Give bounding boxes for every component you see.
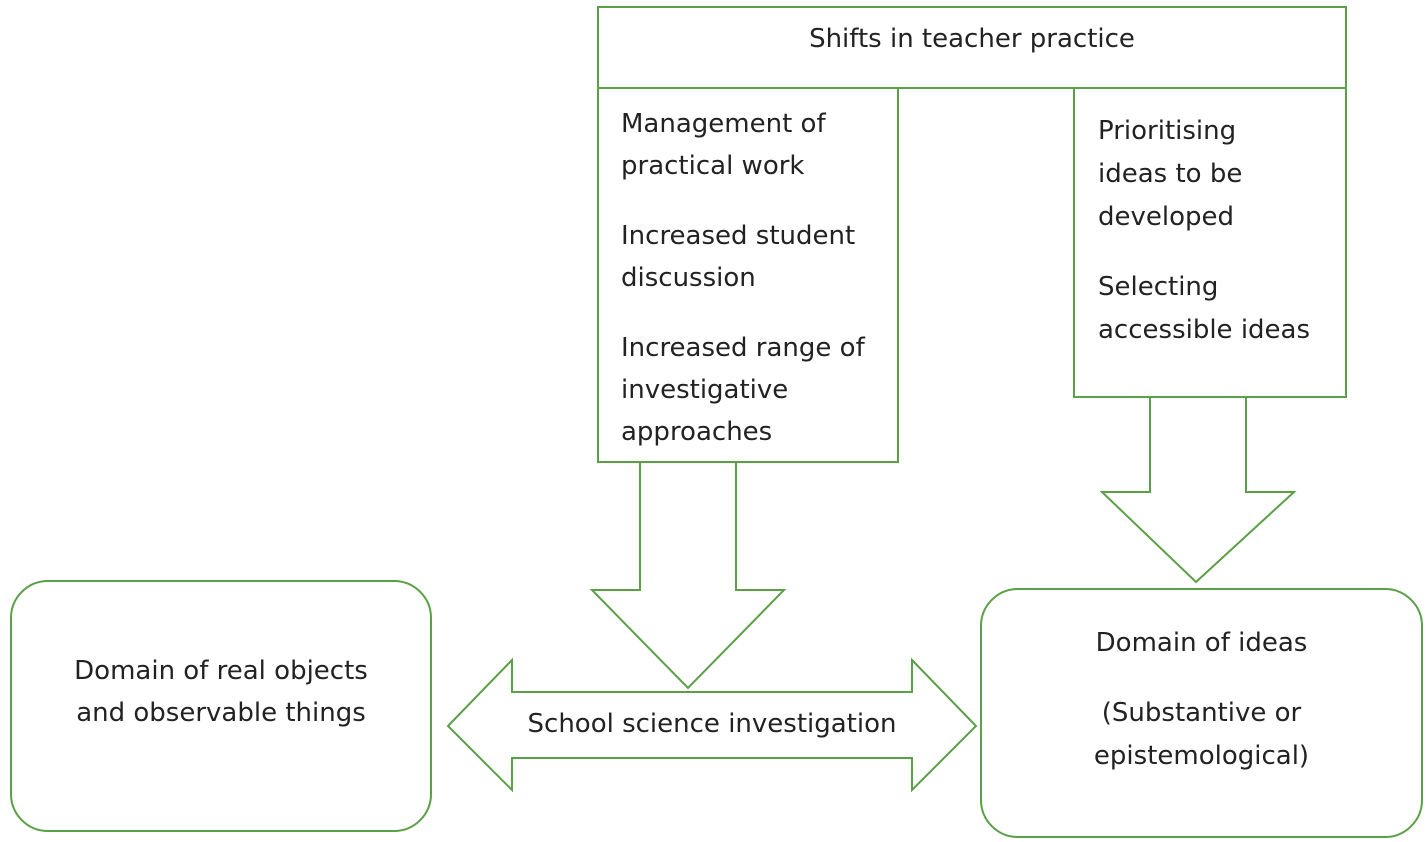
practice-item-selecting-line2: accessible ideas xyxy=(1098,315,1311,345)
practice-panel-right xyxy=(1073,87,1347,398)
down-arrow-left xyxy=(589,461,787,690)
domain-real-objects-line1: Domain of real objects xyxy=(74,656,368,686)
down-arrow-right xyxy=(1099,396,1297,584)
practice-item-selecting-line1: Selecting xyxy=(1098,272,1219,302)
practice-item-management-line2: practical work xyxy=(621,151,805,181)
double-arrow-horizontal xyxy=(446,657,978,793)
domain-ideas-box xyxy=(980,588,1423,838)
practice-item-prioritising-line2: ideas to be xyxy=(1098,159,1243,189)
practice-item-range-line2: investigative xyxy=(621,375,789,405)
practice-item-prioritising-line1: Prioritising xyxy=(1098,116,1237,146)
domain-ideas-sub-line1: (Substantive or xyxy=(1101,698,1302,728)
domain-ideas-sub-line2: epistemological) xyxy=(1093,741,1310,771)
practice-item-range-line1: Increased range of xyxy=(621,333,865,363)
school-science-investigation-label: School science investigation xyxy=(527,709,897,739)
practice-item-discussion-line1: Increased student xyxy=(621,221,856,251)
header-title: Shifts in teacher practice xyxy=(809,24,1135,54)
practice-item-discussion-line2: discussion xyxy=(621,263,756,293)
practice-panel-left xyxy=(597,87,899,463)
domain-ideas-title: Domain of ideas xyxy=(1095,628,1308,658)
shifts-header-box xyxy=(597,6,1347,89)
practice-item-prioritising-line3: developed xyxy=(1098,202,1235,232)
domain-real-objects-box xyxy=(10,580,432,832)
domain-real-objects-line2: and observable things xyxy=(76,698,366,728)
practice-item-range-line3: approaches xyxy=(621,417,773,447)
practice-item-management-line1: Management of xyxy=(621,109,826,139)
